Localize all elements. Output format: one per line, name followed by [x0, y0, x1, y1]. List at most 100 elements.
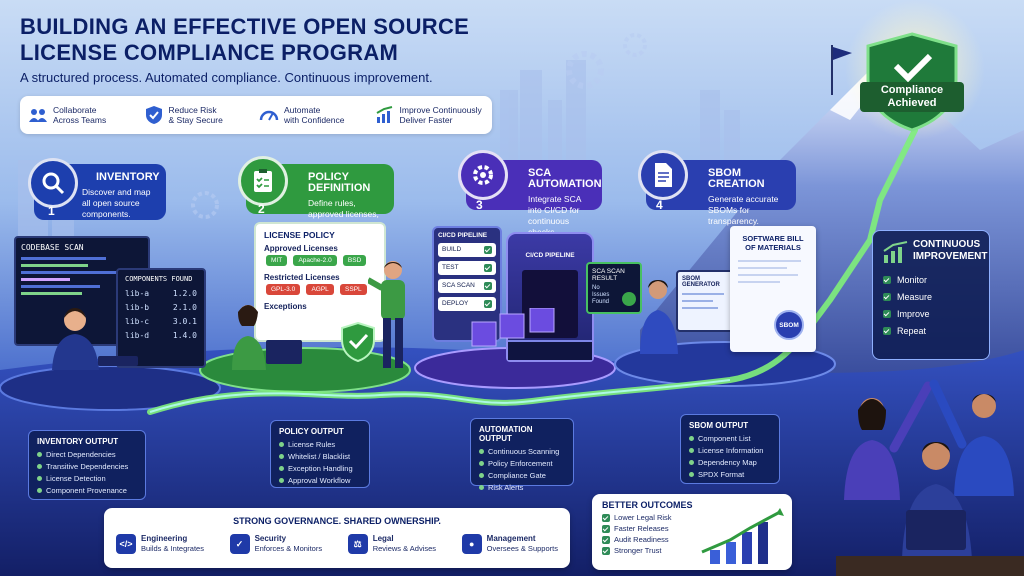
step-title: SBOM CREATION: [708, 167, 765, 190]
approved-tags: MIT Apache-2.0 BSD: [264, 253, 376, 268]
pillar-line1: Collaborate: [53, 105, 97, 115]
seal-label: SBOM: [779, 321, 799, 329]
license-tag: GPL-3.0: [266, 284, 301, 295]
sca-scan-result-panel: SCA SCAN RESULT No Issues Found: [586, 262, 642, 314]
output-item-label: Direct Dependencies: [46, 450, 116, 459]
celebrating-team-illustration: [836, 379, 1024, 576]
output-title: SBOM OUTPUT: [689, 421, 749, 430]
output-item: Approval Workflow: [279, 476, 361, 485]
sbom-seal: SBOM: [774, 310, 804, 340]
page-subtitle: A structured process. Automated complian…: [20, 70, 433, 85]
gauge-icon: [259, 110, 279, 121]
pillar-line2: & Stay Secure: [168, 115, 223, 125]
step-desc: Discover and map all open source compone…: [82, 187, 151, 219]
output-item-label: Policy Enforcement: [488, 459, 553, 468]
pillar-line2: with Confidence: [284, 115, 345, 125]
gear-icon: [473, 165, 493, 185]
output-item-label: Dependency Map: [698, 458, 757, 467]
output-item-label: Risk Alerts: [488, 483, 524, 492]
outcome-item: Lower Legal Risk: [602, 513, 782, 522]
developer-illustration: [52, 308, 138, 370]
policy-board-title: LICENSE POLICY: [264, 230, 335, 240]
shield-icon: [145, 106, 162, 124]
scan-title: SCA SCAN: [592, 268, 625, 275]
license-tag: BSD: [342, 255, 367, 266]
stage-label: BUILD: [442, 246, 462, 253]
output-item-label: License Information: [698, 446, 764, 455]
ci-item: Improve: [883, 309, 979, 319]
continuous-improvement-panel: CONTINUOUS IMPROVEMENT Monitor Measure I…: [872, 230, 990, 360]
sbom-scroll-title: SOFTWARE BILL OF MATERIALS: [742, 234, 804, 252]
team-icon: [29, 109, 47, 122]
code-lines: [21, 257, 143, 295]
growth-chart-icon: [883, 241, 908, 263]
pipeline-stage: DEPLOY: [438, 297, 496, 311]
license-tag: Apache-2.0: [293, 255, 337, 266]
sbom-generator-monitor: SBOM GENERATOR: [676, 270, 740, 332]
outcome-label: Lower Legal Risk: [614, 513, 672, 522]
step-title: SCA AUTOMATION: [528, 167, 602, 190]
sbom-scroll: SOFTWARE BILL OF MATERIALS SBOM: [730, 226, 816, 352]
check-circle-icon: [622, 292, 636, 306]
sbom-output-box: SBOM OUTPUT Component List License Infor…: [680, 414, 780, 484]
outcome-label: Audit Readiness: [614, 535, 669, 544]
growth-chart-icon: [376, 106, 392, 123]
sbom-engineer-illustration: [640, 280, 678, 354]
scan-status: No Issues Found: [592, 285, 610, 305]
stage-label: SCA SCAN: [442, 282, 475, 289]
output-item-label: License Rules: [288, 440, 336, 449]
outcome-label: Stronger Trust: [614, 546, 662, 555]
step-desc: Generate accurate SBOMs for transparency…: [708, 194, 779, 226]
license-policy-board: LICENSE POLICY Approved Licenses MIT Apa…: [254, 222, 386, 342]
step-title: POLICY DEFINITION: [308, 171, 371, 194]
output-item-label: License Detection: [46, 474, 106, 483]
pillar-reduce-risk: Reduce Risk& Stay Secure: [144, 105, 254, 125]
ci-item: Repeat: [883, 326, 979, 336]
output-item: Transitive Dependencies: [37, 462, 137, 471]
restricted-tags: GPL-3.0 AGPL SSPL: [264, 282, 376, 297]
role-name: Engineering: [141, 534, 188, 543]
step-number: 4: [656, 198, 663, 212]
component-version: 1.2.0: [172, 289, 197, 298]
ci-item-label: Improve: [897, 309, 930, 319]
output-item-label: SPDX Format: [698, 470, 745, 479]
gavel-icon: ⚖: [347, 534, 368, 554]
restricted-label: Restricted Licenses: [264, 273, 340, 282]
license-tag: AGPL: [306, 284, 334, 295]
pipeline-stage: TEST: [438, 261, 496, 275]
role-desc: Builds & Integrates: [141, 544, 204, 553]
output-item: SPDX Format: [689, 470, 771, 479]
package-cubes-icon: [471, 308, 555, 347]
output-item: Policy Enforcement: [479, 459, 565, 468]
outcome-item: Audit Readiness: [602, 535, 782, 544]
code-icon: </>: [116, 534, 136, 554]
outcome-item: Stronger Trust: [602, 546, 782, 555]
exceptions-label: Exceptions: [264, 302, 307, 311]
role-name: Management: [486, 534, 536, 543]
ci-item-label: Measure: [897, 292, 933, 302]
people-icon: ●: [461, 534, 482, 554]
output-item: Direct Dependencies: [37, 450, 137, 459]
output-item-label: Exception Handling: [288, 464, 353, 473]
component-name: lib-d: [125, 331, 150, 340]
governance-bar: STRONG GOVERNANCE. SHARED OWNERSHIP. </>…: [104, 508, 570, 568]
better-outcomes-panel: BETTER OUTCOMES Lower Legal Risk Faster …: [592, 494, 792, 570]
role-desc: Reviews & Advises: [372, 544, 437, 553]
scan-result: RESULT: [592, 275, 618, 282]
stage-label: TEST: [442, 264, 459, 271]
output-title: INVENTORY OUTPUT: [37, 437, 119, 446]
outcomes-bar-chart-icon: [701, 508, 784, 564]
output-item: Component List: [689, 434, 771, 443]
output-item-label: Continuous Scanning: [488, 447, 560, 456]
pipeline-machine: CI/CD PIPELINE: [506, 232, 594, 362]
output-item: Dependency Map: [689, 458, 771, 467]
